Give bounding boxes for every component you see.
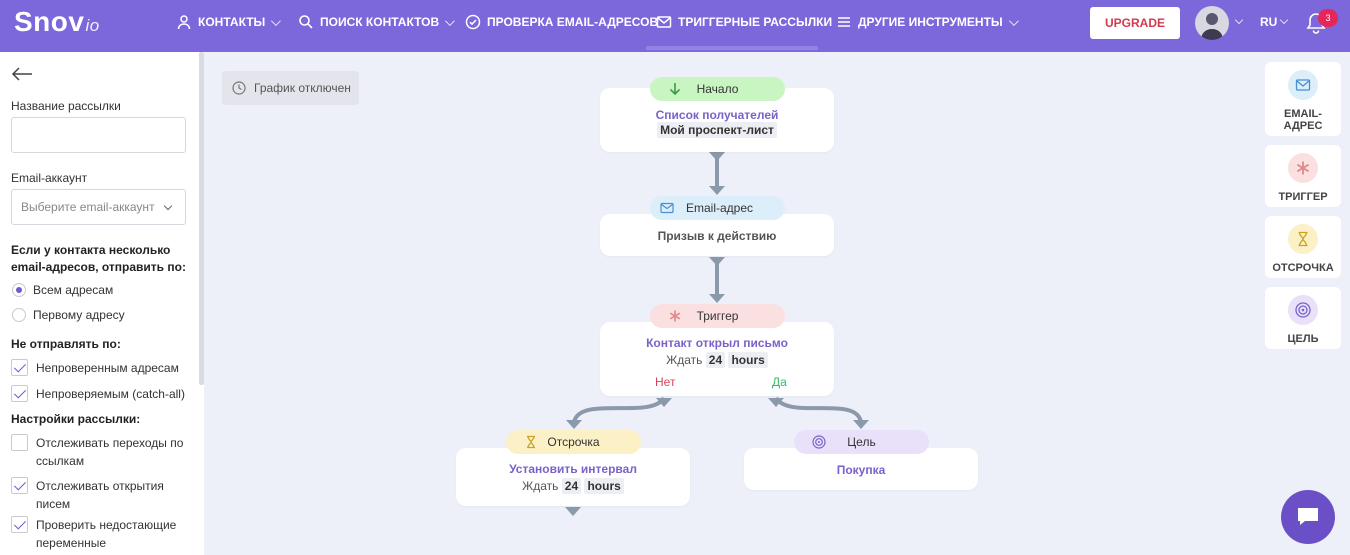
node-title: Призыв к действию (657, 229, 777, 243)
node-title: Покупка (836, 463, 886, 477)
campaign-settings-label: Настройки рассылки: (11, 412, 141, 426)
envelope-icon (1295, 79, 1311, 91)
sidebar-scrollbar[interactable] (199, 52, 204, 385)
language-selector[interactable]: RU (1260, 15, 1278, 29)
notifications-badge: 3 (1318, 9, 1338, 27)
node-title: Список получателей (655, 108, 779, 122)
do-not-send-label: Не отправлять по: (11, 337, 121, 351)
multi-email-label: Если у контакта несколько email-адресов,… (11, 243, 186, 274)
checkbox-catch-all[interactable] (11, 385, 28, 402)
radio-all-addresses[interactable] (12, 283, 26, 297)
user-avatar-icon (1201, 13, 1223, 40)
delay-node[interactable]: Установить интервал Ждать 24 hours (456, 448, 690, 506)
checkbox-check-variables[interactable] (11, 516, 28, 533)
check-circle-icon (465, 14, 481, 30)
upgrade-button[interactable]: UPGRADE (1090, 7, 1180, 39)
checkbox-track-clicks[interactable] (11, 434, 28, 451)
palette-trigger[interactable]: ТРИГГЕР (1265, 145, 1341, 207)
target-icon (812, 435, 826, 449)
schedule-disabled-button[interactable]: График отключен (222, 71, 359, 105)
nav-email-verifier[interactable]: ПРОВЕРКА EMAIL-АДРЕСОВ (465, 0, 658, 44)
asterisk-icon (669, 310, 681, 322)
hourglass-icon (527, 435, 535, 449)
checkbox-label: Непроверенным адресам (36, 361, 179, 375)
palette-label: ТРИГГЕР (1278, 191, 1328, 203)
delay-pill: Отсрочка (506, 430, 641, 454)
email-pill: Email-адрес (650, 196, 785, 220)
palette-delay[interactable]: ОТСРОЧКА (1265, 216, 1341, 278)
email-account-label: Email-аккаунт (11, 171, 88, 185)
hourglass-icon (1298, 231, 1308, 247)
branch-no-label: Нет (655, 375, 676, 389)
chat-widget-button[interactable] (1281, 490, 1335, 544)
checkbox-label: Отслеживать открытия писем (36, 479, 164, 511)
email-node[interactable]: Призыв к действию (600, 214, 834, 256)
checkbox-label: Отслеживать переходы по ссылкам (36, 436, 184, 468)
back-arrow-icon[interactable] (11, 64, 33, 84)
palette-label: ОТСРОЧКА (1272, 262, 1334, 274)
search-icon (299, 15, 313, 29)
start-pill: Начало (650, 77, 785, 101)
palette-goal[interactable]: ЦЕЛЬ (1265, 287, 1341, 349)
campaign-name-input[interactable] (11, 117, 186, 153)
palette-label: ЦЕЛЬ (1287, 333, 1319, 345)
user-icon (177, 15, 191, 30)
branch-yes-label: Да (772, 375, 787, 389)
nav-other-tools[interactable]: ДРУГИЕ ИНСТРУМЕНТЫ (836, 0, 1019, 44)
menu-icon (838, 17, 850, 27)
prospect-list-chip: Мой проспект-лист (657, 122, 777, 138)
envelope-icon (656, 16, 672, 28)
snovio-logo[interactable]: Snovio (14, 6, 100, 37)
chat-bubble-icon (1298, 508, 1318, 525)
avatar[interactable] (1195, 6, 1229, 40)
envelope-icon (660, 202, 674, 214)
goal-pill: Цель (794, 430, 929, 454)
trigger-node[interactable]: Контакт открыл письмо Ждать 24 hours (600, 322, 834, 396)
nav-search-contacts[interactable]: ПОИСК КОНТАКТОВ (298, 0, 456, 44)
arrow-down-icon (669, 83, 681, 96)
trigger-pill: Триггер (650, 304, 785, 328)
node-title: Контакт открыл письмо (646, 336, 788, 350)
checkbox-unverified[interactable] (11, 359, 28, 376)
goal-node[interactable]: Покупка (744, 448, 978, 490)
checkbox-label: Проверить недостающие переменные (36, 518, 177, 550)
radio-label: Всем адресам (33, 283, 114, 297)
node-title: Установить интервал (509, 462, 637, 476)
palette-email[interactable]: EMAIL-АДРЕС (1265, 62, 1341, 136)
clock-icon (232, 81, 246, 95)
radio-first-address[interactable] (12, 308, 26, 322)
radio-label: Первому адресу (33, 308, 125, 322)
campaign-name-label: Название рассылки (11, 99, 121, 113)
target-icon (1295, 302, 1311, 318)
checkbox-track-opens[interactable] (11, 477, 28, 494)
nav-drip-campaigns[interactable]: ТРИГГЕРНЫЕ РАССЫЛКИ (656, 0, 832, 44)
checkbox-label: Непроверяемым (catch-all) (36, 387, 185, 401)
active-nav-indicator (646, 46, 818, 50)
palette-label: EMAIL-АДРЕС (1283, 108, 1323, 132)
nav-contacts[interactable]: КОНТАКТЫ (176, 0, 282, 44)
asterisk-icon (1296, 161, 1310, 175)
email-account-select[interactable]: Выберите email-аккаунт (11, 189, 186, 225)
